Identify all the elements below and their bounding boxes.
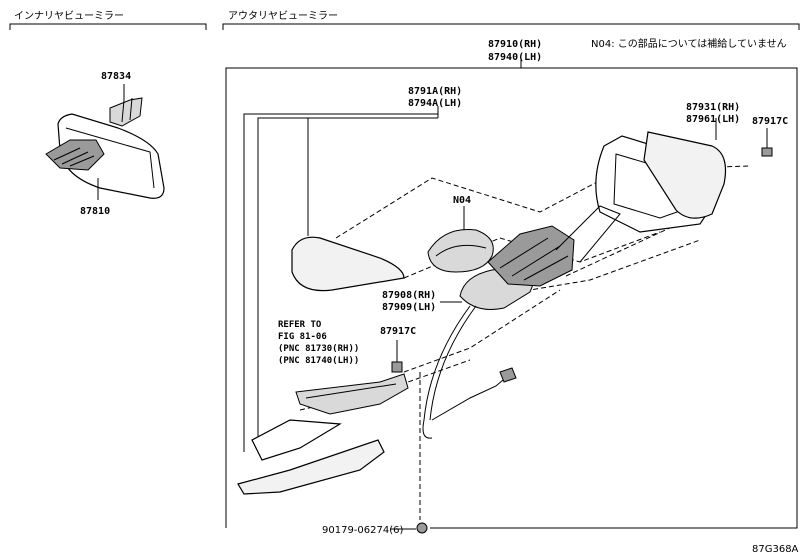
label-87909: 87909(LH)	[382, 302, 436, 313]
label-87931: 87931(RH)	[686, 102, 740, 113]
label-87940: 87940(LH)	[488, 52, 542, 63]
assembly-box-87910	[225, 67, 798, 529]
ref-text-3: (PNC 81730(RH))	[278, 344, 359, 354]
section-title-outer: アウタリヤビューミラー	[228, 10, 338, 22]
label-87908: 87908(RH)	[382, 290, 436, 301]
screw-87917C-top	[761, 147, 773, 157]
turn-signal-lamp	[295, 373, 409, 415]
label-87917C-top: 87917C	[752, 116, 788, 127]
label-87834: 87834	[101, 71, 131, 82]
inner-mirror-group: 87834 87810	[45, 71, 165, 217]
section-header-outer: アウタリヤビューミラー	[222, 10, 800, 30]
mirror-glass	[291, 236, 405, 292]
label-87810: 87810	[80, 206, 110, 217]
ref-text-1: REFER TO	[278, 320, 322, 330]
nut-90179-06274	[416, 522, 428, 534]
part-n04	[427, 228, 494, 273]
subassembly-bracket-inner	[257, 117, 438, 440]
inner-mirror-mount	[45, 139, 105, 171]
note-text: N04: この部品については補給していません	[591, 37, 787, 50]
label-8791A: 8791A(RH)	[408, 86, 462, 97]
harness-connector	[499, 367, 517, 383]
ref-text-2: FIG 81-06	[278, 332, 327, 342]
label-87910: 87910(RH)	[488, 39, 542, 50]
section-bracket-outer	[222, 23, 800, 30]
lower-cover-upper	[251, 419, 342, 461]
label-87917C-mid: 87917C	[380, 326, 416, 337]
mirror-cover-87834	[109, 97, 143, 127]
label-87961: 87961(LH)	[686, 114, 740, 125]
figure-code: 87G368A	[752, 544, 799, 555]
label-n04: N04	[453, 195, 471, 206]
section-title-inner: インナリヤビューミラー	[14, 10, 124, 22]
label-90179: 90179-06274(6)	[322, 525, 403, 536]
section-bracket-inner	[9, 23, 207, 30]
mirror-cover-87931	[643, 131, 727, 219]
ref-text-4: (PNC 81740(LH))	[278, 356, 359, 366]
subassembly-bracket-outer	[243, 113, 438, 452]
wire-harness	[422, 305, 471, 439]
screw-87917C-mid	[391, 361, 403, 373]
label-8794A: 8794A(LH)	[408, 98, 462, 109]
lower-cover	[237, 439, 385, 495]
inner-mirror-87810	[57, 113, 165, 199]
mirror-motor	[487, 225, 575, 287]
section-header-inner: インナリヤビューミラー	[9, 10, 207, 30]
